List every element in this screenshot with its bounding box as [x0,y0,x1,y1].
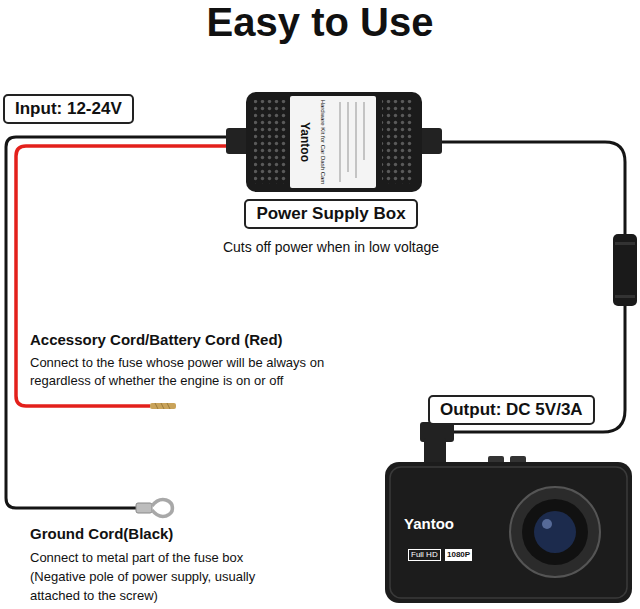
lens-ring [510,487,600,577]
vent-holes [382,100,414,184]
input-box: Input: 12-24V [3,94,134,124]
instruction: Connect to metal part of the fuse box (N… [30,548,266,605]
output-box: Output: DC 5V/3A [428,395,595,425]
copper-strands [155,403,170,409]
brand-logo: Yantoo [298,122,312,162]
badge: Full HD [408,549,441,561]
camera-bezel [390,467,627,598]
power-supply-box: Power Supply Box [244,199,417,229]
brand-logo: Yantoo [404,515,454,533]
lens-glass [534,511,576,553]
title: Easy to Use [0,0,640,44]
power-box-body [246,92,422,192]
badge: 1080P [445,549,472,561]
sticker-print [340,102,364,182]
ferrite-ridge [615,295,635,298]
camera-body [385,462,632,603]
box-label: Power Supply Box [256,204,405,224]
terminal-crimp [136,503,152,513]
sticker [290,96,376,188]
lens-glare [542,519,552,529]
fork-terminal [152,500,172,517]
copper-tip [150,403,176,409]
output-wire [440,142,625,236]
vent-holes [254,100,286,184]
ferrite-ridge [615,242,635,245]
cord-name: Ground Cord(Black) [30,525,173,543]
plug [424,438,446,466]
cord-name: Accessory Cord/Battery Cord (Red) [30,331,283,349]
box-label: Input: 12-24V [15,99,122,119]
sticker-text: Hardware Kit for Car Dash Cam [319,100,326,185]
box-label: Output: DC 5V/3A [440,400,583,420]
lens-ring [522,499,588,565]
note: Cuts off power when in low voltage [190,239,472,256]
instruction: Connect to the fuse whose power will be … [30,354,342,390]
ground-wire [6,137,232,508]
ferrite-core [613,234,637,306]
